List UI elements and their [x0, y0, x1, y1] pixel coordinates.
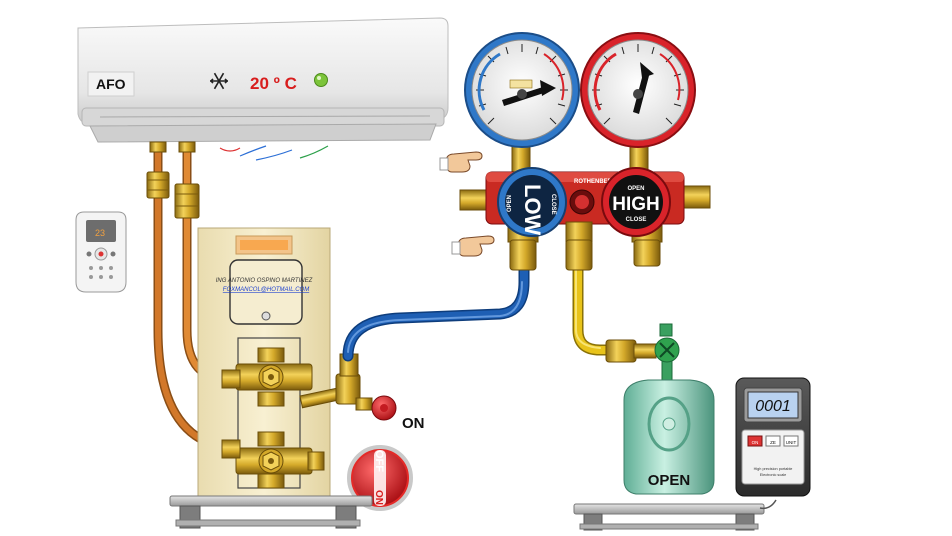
tank-knob[interactable] [654, 337, 680, 363]
off-on-switch[interactable]: OFF ON [347, 445, 413, 511]
access-panel [229, 259, 303, 325]
low-side-coupler [509, 239, 537, 271]
electronic-scale: 0001 ON ZE UNIT High precision portable … [735, 377, 811, 497]
high-pressure-gauge [580, 32, 696, 148]
pointing-hand-icon [439, 151, 483, 173]
switch-off-label: OFF [373, 450, 385, 472]
low-valve-knob[interactable]: LOW OPEN CLOSE [497, 167, 567, 237]
high-open-label: OPEN [627, 186, 644, 192]
high-label: HIGH [612, 194, 660, 215]
low-close-label: CLOSE [550, 194, 556, 215]
high-valve-knob[interactable]: HIGH OPEN CLOSE [601, 167, 671, 237]
scale-zero-button[interactable]: ZE [765, 435, 781, 447]
manifold-brand: ROTHENBERGER [574, 179, 626, 185]
scale-display [747, 391, 799, 419]
low-open-label: OPEN [507, 195, 513, 212]
charging-coupler [565, 239, 593, 271]
wire-green [299, 145, 329, 159]
scale-caption-2: Electronic scale [760, 473, 787, 477]
blue-hose [342, 256, 530, 362]
scale-caption-1: High precision portable [754, 467, 793, 471]
switch-on-label: ON [373, 490, 384, 505]
tank-state-label: OPEN [648, 472, 691, 489]
service-valve-upper [221, 347, 361, 409]
wire-blue [239, 145, 267, 157]
scale-unit-button[interactable]: UNIT [783, 435, 799, 447]
service-valve-lower [221, 431, 325, 489]
scale-reading: 0001 [755, 398, 791, 415]
remote-display: 23 [95, 228, 105, 238]
brand-label: AFO [96, 76, 126, 92]
brand-plate [87, 71, 135, 97]
low-label: LOW [520, 184, 545, 236]
high-close-label: CLOSE [626, 217, 647, 223]
low-pressure-gauge [464, 32, 580, 148]
valve-knob-on[interactable] [355, 395, 397, 421]
valve-state-label: ON [402, 415, 425, 432]
pipe-fittings [146, 141, 200, 219]
refrigerant-tank: OPEN [623, 379, 715, 495]
scale-platform [573, 499, 777, 531]
yellow-hose [572, 262, 618, 356]
outdoor-platform [169, 495, 373, 529]
scale-on-button[interactable]: ON [747, 435, 763, 447]
svg-text:UNIT: UNIT [786, 440, 797, 445]
temperature-display: 20 º C [250, 74, 297, 93]
author-text: ING ANTONIO OSPINO MARTINEZ [216, 278, 313, 284]
wire-red [219, 147, 241, 152]
high-side-coupler [633, 239, 661, 267]
snowflake-icon [210, 72, 228, 90]
author-email: FOXMANCOL@HOTMAIL.COM [223, 287, 309, 293]
pointing-hand-icon-2 [451, 235, 495, 257]
svg-text:ZE: ZE [770, 440, 776, 445]
remote-control: 23 [75, 211, 127, 293]
hex-nut-icon [262, 367, 280, 387]
svg-text:ON: ON [752, 440, 759, 445]
indoor-ac-unit: AFO 20 º C [77, 17, 449, 161]
power-led [314, 73, 328, 87]
